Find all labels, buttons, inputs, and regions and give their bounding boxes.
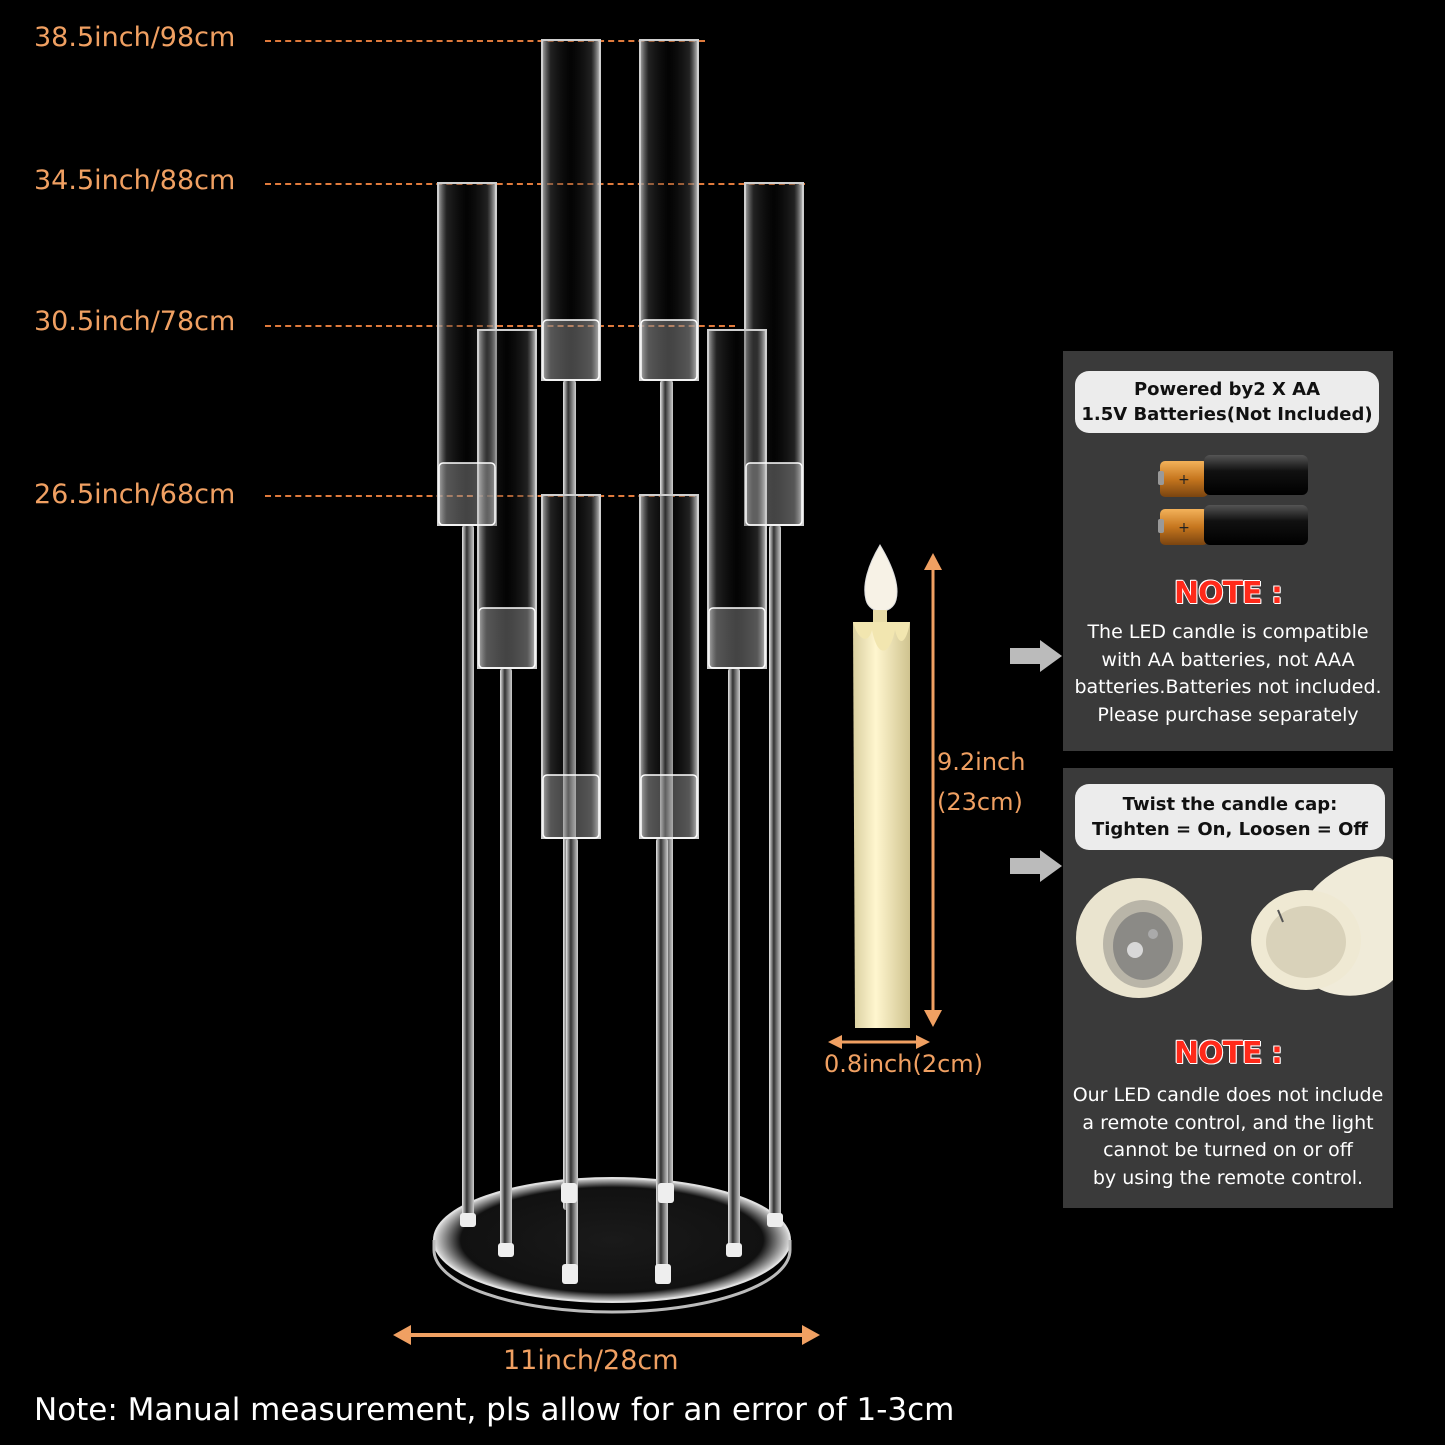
battery-note-line: The LED candle is compatible bbox=[1087, 621, 1369, 643]
cap-note-title: NOTE : bbox=[1173, 1036, 1283, 1071]
height-label-88cm: 34.5inch/88cm bbox=[34, 165, 236, 196]
battery-note-line: batteries.Batteries not included. bbox=[1074, 676, 1382, 698]
acrylic-base bbox=[432, 1177, 792, 1314]
battery-requirement-pill: Powered by2 X AA 1.5V Batteries(Not Incl… bbox=[1075, 371, 1379, 433]
candle-base-icon bbox=[1251, 856, 1393, 996]
candle-diameter-label: 0.8inch(2cm) bbox=[824, 1050, 984, 1078]
rod-feet bbox=[460, 1183, 783, 1284]
height-guide-98cm bbox=[265, 40, 705, 42]
candle-height-arrow bbox=[924, 553, 942, 1027]
pointer-arrow-battery bbox=[1010, 640, 1062, 672]
height-guide-78cm bbox=[265, 325, 735, 327]
candle-cap-info-panel: Twist the candle cap: Tighten = On, Loos… bbox=[1063, 768, 1393, 1208]
svg-text:+: + bbox=[1178, 520, 1190, 536]
battery-pill-line1: Powered by2 X AA bbox=[1133, 379, 1321, 400]
candle-cap-photo bbox=[1076, 856, 1393, 998]
height-label-98cm: 38.5inch/98cm bbox=[34, 22, 236, 53]
candle-cap-icon bbox=[1076, 878, 1202, 998]
battery-info-panel: Powered by2 X AA 1.5V Batteries(Not Incl… bbox=[1063, 351, 1393, 751]
base-width-arrow bbox=[393, 1325, 820, 1345]
base-width-label: 11inch/28cm bbox=[503, 1345, 679, 1376]
height-label-78cm: 30.5inch/78cm bbox=[34, 306, 236, 337]
battery-note-line: with AA batteries, not AAA bbox=[1101, 648, 1355, 671]
height-guide-88cm bbox=[265, 183, 805, 185]
battery-pill-line2: 1.5V Batteries(Not Included) bbox=[1081, 404, 1373, 425]
cap-note-line: by using the remote control. bbox=[1092, 1166, 1364, 1189]
cap-note-line: cannot be turned on or off bbox=[1103, 1139, 1353, 1161]
cap-pill-line2: Tighten = On, Loosen = Off bbox=[1091, 819, 1369, 840]
height-label-68cm: 26.5inch/68cm bbox=[34, 479, 236, 510]
led-candle bbox=[853, 544, 910, 1028]
battery-2: + bbox=[1158, 505, 1308, 545]
battery-note-text: The LED candle is compatible with AA bat… bbox=[1063, 619, 1393, 729]
candle-height-cm: (23cm) bbox=[937, 788, 1023, 816]
cap-instruction-pill: Twist the candle cap: Tighten = On, Loos… bbox=[1075, 784, 1385, 850]
pointer-arrow-cap bbox=[1010, 850, 1062, 882]
cap-pill-line1: Twist the candle cap: bbox=[1122, 794, 1338, 815]
svg-text:+: + bbox=[1178, 472, 1190, 488]
candle-diameter-arrow bbox=[828, 1035, 930, 1049]
candle-height-inch: 9.2inch bbox=[937, 748, 1026, 776]
aa-battery-icon: + + bbox=[1158, 455, 1308, 545]
battery-note-title: NOTE : bbox=[1173, 576, 1283, 611]
candle-cups bbox=[438, 319, 803, 839]
cap-note-line: a remote control, and the light bbox=[1082, 1111, 1374, 1134]
cap-note-line: Our LED candle does not include bbox=[1072, 1084, 1384, 1106]
battery-note-line: Please purchase separately bbox=[1097, 703, 1359, 726]
cap-note-text: Our LED candle does not include a remote… bbox=[1063, 1082, 1393, 1192]
measurement-note: Note: Manual measurement, pls allow for … bbox=[34, 1392, 955, 1428]
glass-tubes bbox=[437, 39, 804, 839]
battery-1: + bbox=[1158, 455, 1308, 497]
